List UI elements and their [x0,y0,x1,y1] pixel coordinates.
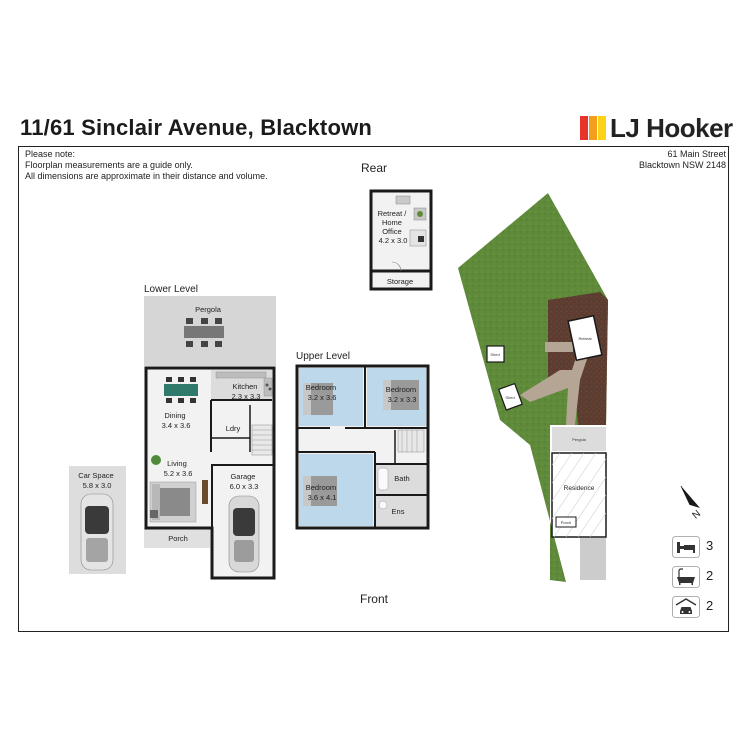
bedroom1-label: Bedroom [306,383,336,392]
dining-dimensions: 3.4 x 3.6 [162,421,191,430]
toilet-fixture [378,500,388,510]
site-shed-1-label: Shed [490,352,499,357]
car-space-dimensions: 5.8 x 3.0 [83,481,112,490]
bedroom2-label: Bedroom [386,385,416,394]
car-space-label: Car Space [78,471,113,480]
bath-label: Bath [394,474,409,483]
outdoor-dining-table [184,318,224,347]
lower-stairs [251,424,273,456]
living-label: Living [167,459,187,468]
svg-text:Retreat / Home Off: Retreat / Home Office 4.2 x 3.0 [378,209,409,245]
living-dimensions: 5.2 x 3.6 [164,469,193,478]
svg-text:Bedroom 3.2 x 3.6: Bedroom 3.2 x 3.6 [306,383,339,402]
bathtub-icon [672,566,700,588]
bedrooms-count: 3 [706,538,714,553]
address-street: 61 Main Street [667,149,726,159]
dining-label: Dining [164,411,185,420]
garages-stat: 2 [672,596,722,618]
bedroom3-bed [303,476,337,506]
svg-text:Car Space 5.8 x 3.0: Car Space 5.8 x 3.0 [78,471,116,490]
bathtub-fixture [377,467,389,491]
svg-text:Garage 6.0 x 3.3: Garage 6.0 x 3.3 [230,472,259,491]
svg-text:Bedroom 3.6 x 4.1: Bedroom 3.6 x 4.1 [306,483,339,502]
bed-icon [672,536,700,558]
lower-level-plan: Pergola Porch [144,296,276,580]
site-driveway [580,538,606,580]
site-residence-label: Residence [564,485,595,492]
upper-stairs [397,429,425,453]
site-retreat-label: Retreat [578,336,592,341]
logo-text: LJ Hooker [610,113,733,143]
garden-path [520,345,590,425]
garage-dimensions: 6.0 x 3.3 [230,482,259,491]
bathrooms-count: 2 [706,568,714,583]
retreat-dimensions: 4.2 x 3.0 [379,236,408,245]
upper-level-plan: Bedroom 3.2 x 3.6 Bedroom 3.2 x 3.3 Bedr… [295,364,430,530]
bedroom3-dimensions: 3.6 x 4.1 [308,493,337,502]
svg-text:Bedroom 3.2 x 3.3: Bedroom 3.2 x 3.3 [386,385,419,404]
svg-text:Living 5.2 x 3.6: Living 5.2 x 3.6 [164,459,193,478]
bedroom3-label: Bedroom [306,483,336,492]
site-plan: Retreat Shed Shed Pergola Residence Porc… [458,193,608,582]
rear-label: Rear [361,161,387,175]
side-table [150,510,158,518]
agency-address: 61 Main Street Blacktown NSW 2148 [639,149,726,171]
address-suburb: Blacktown NSW 2148 [638,160,726,170]
garage-car-stat-icon [672,596,700,618]
site-shed-2 [497,382,523,411]
note-line-1: Floorplan measurements are a guide only. [25,160,193,170]
retreat-label-line-3: Office [382,227,401,236]
bedrooms-stat: 3 [672,536,722,558]
property-address-title: 11/61 Sinclair Avenue, Blacktown [20,115,373,140]
garages-count: 2 [706,598,714,613]
retreat-label-line-1: Retreat / [378,209,408,218]
living-sofa [149,481,197,523]
bedroom2-bed [383,380,419,410]
tv-unit [202,480,208,504]
site-shed-2-label: Shed [505,395,514,400]
site-pergola [552,427,606,451]
bedroom2-dimensions: 3.2 x 3.3 [388,395,417,404]
north-label: N [690,508,703,521]
lj-hooker-logo: LJ Hooker [580,113,733,143]
car-space-car-icon [80,493,114,571]
upper-level-label: Upper Level [296,351,350,362]
bedroom1-dimensions: 3.2 x 3.6 [308,393,337,402]
car-space: Car Space 5.8 x 3.0 [69,466,126,574]
kitchen-label: Kitchen [232,382,257,391]
dining-table [164,377,198,403]
bathrooms-stat: 2 [672,566,722,588]
logo-color-bars-icon [580,116,606,140]
ensuite-label: Ens [392,507,405,516]
site-shed-1 [486,345,505,363]
site-porch-label: Porch [561,520,571,525]
note-heading: Please note: [25,149,76,159]
svg-text:Dining 3.4 x 3.6: Dining 3.4 x 3.6 [162,411,191,430]
storage-label: Storage [387,277,413,286]
retreat-label-line-2: Home [382,218,402,227]
kitchen-dimensions: 2.3 x 3.3 [232,392,261,401]
svg-text:Kitchen 2.3 x 3.3: Kitchen 2.3 x 3.3 [232,382,261,401]
disclaimer-note: Please note: Floorplan measurements are … [25,149,268,182]
bedroom1-bed [303,383,333,415]
garage-car-icon [228,495,260,573]
retreat-building: Retreat / Home Office 4.2 x 3.0 Storage [369,189,433,291]
site-pergola-label: Pergola [572,437,587,442]
plant-icon [151,455,161,465]
north-arrow-icon: N [680,485,703,521]
pergola-label: Pergola [195,305,222,314]
lower-level-label: Lower Level [144,284,198,295]
note-line-2: All dimensions are approximate in their … [25,171,268,181]
floorplan-frame [18,146,729,632]
site-retreat [567,314,603,362]
laundry-label: Ldry [226,424,241,433]
garage-label: Garage [230,472,255,481]
front-label: Front [360,592,389,606]
site-porch [555,516,577,528]
porch-label: Porch [168,534,188,543]
